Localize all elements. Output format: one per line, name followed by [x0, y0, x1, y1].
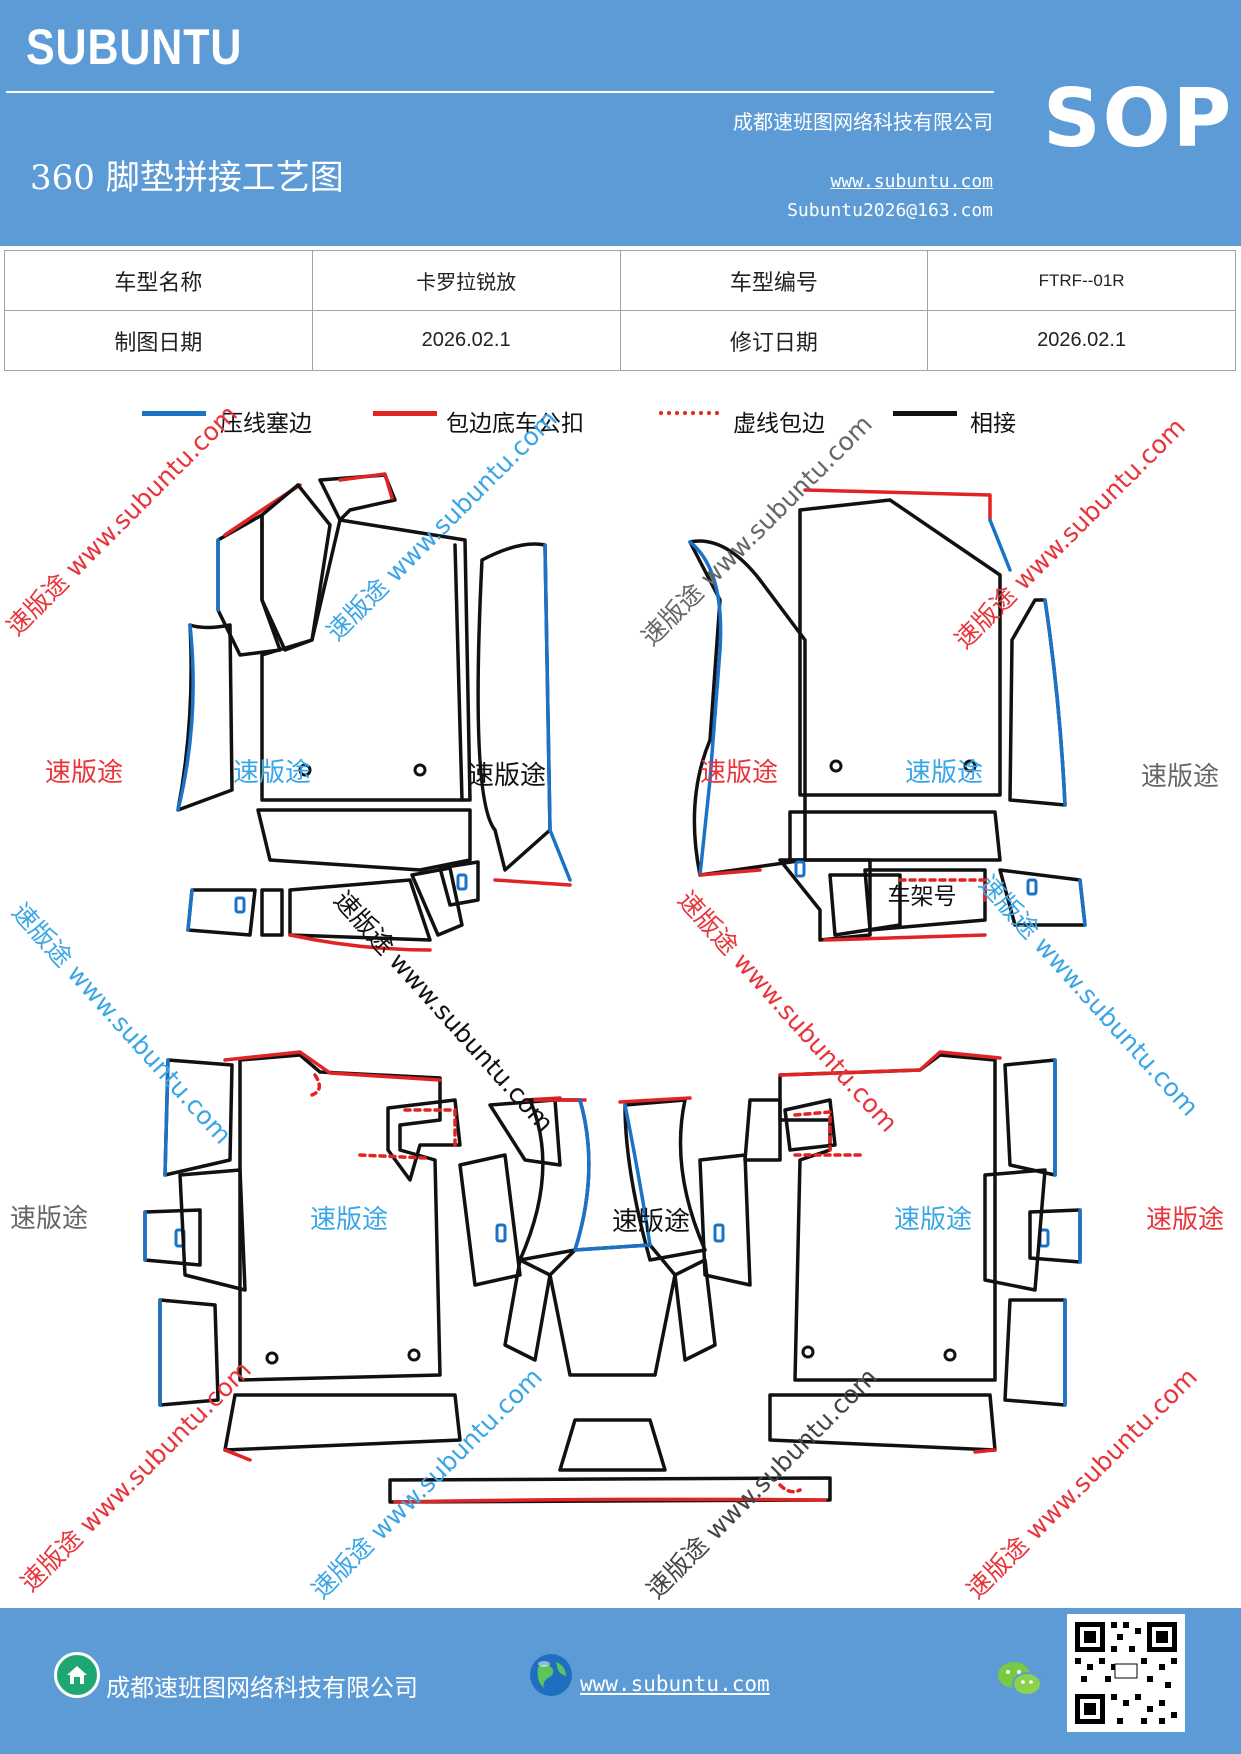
label-revise-date: 修订日期: [619, 310, 929, 371]
sop-label: SOP: [1043, 72, 1234, 165]
legend-swatch-black: [893, 411, 957, 416]
bottom-right-mark-1: 速版途: [894, 1205, 972, 1235]
footer-website-link[interactable]: www.subuntu.com: [580, 1672, 770, 1696]
brand-logo: SUBUNTU: [26, 19, 243, 75]
legend-label-black: 相接: [970, 411, 1016, 437]
legend-label-red-dotted: 虚线包边: [733, 411, 825, 437]
home-icon: [54, 1652, 100, 1698]
mat-front-left: [176, 472, 572, 952]
header-email[interactable]: Subuntu2026@163.com: [787, 200, 993, 221]
legend-label-blue: 压线塞边: [220, 411, 312, 437]
bottom-left-mark-1: 速版途: [310, 1205, 388, 1235]
top-left-mark-2: 速版途: [468, 761, 546, 791]
vehicle-info-table: 车型名称 卡罗拉锐放 车型编号 FTRF--01R 制图日期 2026.02.1…: [4, 250, 1236, 371]
table-row: 制图日期 2026.02.1 修订日期 2026.02.1: [4, 310, 1236, 371]
legend-swatch-red-dotted: [659, 411, 719, 415]
bottom-right-mark-2: 速版途: [1146, 1205, 1224, 1235]
page-title: 360 脚垫拼接工艺图: [30, 158, 344, 198]
label-model-name: 车型名称: [4, 250, 313, 311]
mat-rear-right: [698, 1050, 1082, 1454]
center-mark: 速版途: [612, 1207, 690, 1237]
label-draw-date: 制图日期: [4, 310, 313, 371]
label-model-code: 车型编号: [619, 250, 929, 311]
header-company: 成都速班图网络科技有限公司: [733, 110, 993, 134]
header-banner: SUBUNTU 成都速班图网络科技有限公司 360 脚垫拼接工艺图 www.su…: [0, 0, 1241, 246]
top-right-mark-1: 速版途: [700, 758, 778, 788]
footer-banner: 成都速班图网络科技有限公司 www.subuntu.com: [0, 1608, 1241, 1754]
value-model-code: FTRF--01R: [927, 250, 1236, 311]
mat-rear-center: [388, 1096, 832, 1504]
mat-rear-left: [143, 1050, 562, 1462]
wechat-icon: [996, 1658, 1044, 1700]
top-left-mark-1: 速版途: [233, 758, 311, 788]
top-right-gray-mark: 速版途: [1141, 762, 1219, 792]
mat-front-right: 车架号: [688, 488, 1087, 942]
qr-code: [1067, 1614, 1185, 1732]
footer-company: 成都速班图网络科技有限公司: [106, 1674, 418, 1702]
globe-icon: [528, 1652, 574, 1698]
legend-swatch-blue: [142, 411, 206, 416]
value-draw-date: 2026.02.1: [311, 310, 621, 371]
frame-number-label: 车架号: [888, 884, 957, 910]
top-right-mark-2: 速版途: [905, 758, 983, 788]
value-revise-date: 2026.02.1: [927, 310, 1236, 371]
bottom-left-gray-mark: 速版途: [10, 1204, 88, 1234]
brand-mark: 速版途: [45, 758, 123, 788]
header-divider: [6, 91, 994, 93]
legend-swatch-red: [373, 411, 437, 416]
legend-label-red: 包边底车公扣: [446, 411, 584, 437]
floor-mat-diagram: 车架号: [10, 472, 1224, 1504]
table-row: 车型名称 卡罗拉锐放 车型编号 FTRF--01R: [4, 250, 1236, 311]
value-model-name: 卡罗拉锐放: [311, 250, 621, 311]
header-website-link[interactable]: www.subuntu.com: [830, 171, 993, 192]
